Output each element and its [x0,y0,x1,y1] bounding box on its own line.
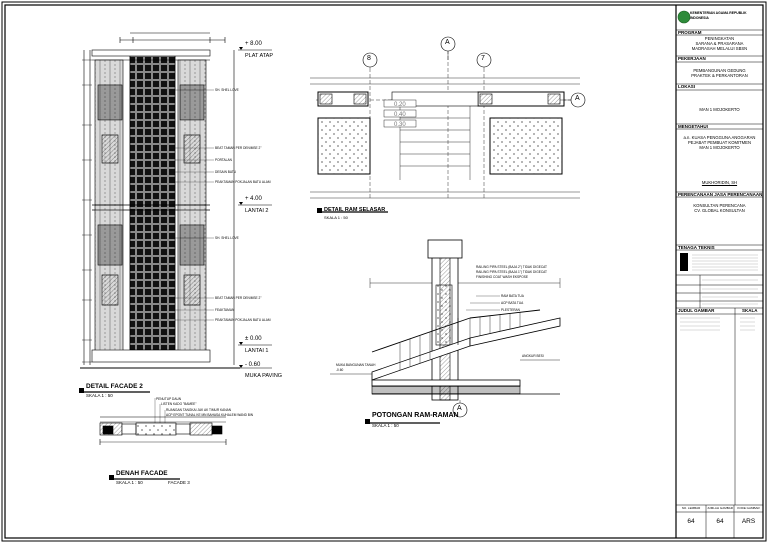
program-line-3: MADRASAH MELALUI SBSN [691,46,748,51]
footer-value-lembar: 64 [687,518,695,525]
stamp-lines [680,254,758,331]
potongan-ram-section: RAILING PIPA STEEL (BAJA 2") TIDAK DIGEC… [330,239,561,424]
lokasi-header: LOKASI [678,84,696,89]
detail-facade-title: DETAIL FACADE 2 [86,383,143,390]
denah-facade-title: DENAH FACADE [116,470,168,477]
level-muka-paving-name: MUKA PAVING [245,373,283,379]
svg-text:BEAT TAMAN PER DENIMSE 2": BEAT TAMAN PER DENIMSE 2" [215,146,261,150]
footer-label-jumlah: JUMLAH GAMBAR [707,506,733,510]
tenaga-header: TENAGA TEKNIS [678,245,715,250]
section-bubble-a [452,402,468,418]
svg-text:DESAIN BATU: DESAIN BATU [215,170,237,174]
org-name: KEMENTERIAN AGAMA REPUBLIK INDONESIA [690,11,747,20]
svg-text:0.20: 0.20 [394,102,406,108]
svg-text:-0.60: -0.60 [336,368,343,372]
detail-ram-scale: SKALA 1 : 50 [324,215,348,220]
inner-border [4,4,764,539]
skala-header: SKALA [742,308,758,313]
detail-ram-title: DETAIL RAM SELASAR [324,207,386,213]
level-plat-atap-name: PLAT ATAP [245,53,274,59]
grid-bubble-8 [362,52,378,68]
pekerjaan-line-2: PRAKTEK & PERKANTORAN [691,73,748,78]
program-header: PROGRAM [678,30,702,35]
mengetahui-header: MENGETAHUI [678,124,708,129]
detail-facade-scale: SKALA 1 : 50 [86,393,113,398]
perencana-line-1: KONSULTAN PERENCANA [693,203,746,208]
ppk-name: MUKHORIDIN, SH [701,180,738,185]
footer-label-kode: KODE GAMBAR [737,506,760,510]
section-bubble-a-label: A [457,405,462,412]
footer-label-lembar: NO. LEMBAR [681,506,701,510]
title-block: KEMENTERIAN AGAMA REPUBLIK INDONESIA PRO… [676,5,763,538]
svg-text:ACP EPONT TUNAL KE MN BAHASA K: ACP EPONT TUNAL KE MN BAHASA KUHALEM WAN… [166,413,254,417]
grid-bubble-8-label: 8 [367,55,371,62]
svg-text:PEAKTAMAN POKJALAN BATU ALAM: PEAKTAMAN POKJALAN BATU ALAM [215,180,271,184]
svg-text:RAM BATA TUA: RAM BATA TUA [501,294,525,298]
level-lantai1-value: ± 0.00 [245,336,262,342]
denah-facade-plan: PENUTUP DAUN LISTEN KADO "BAMEE" RUANGAN… [99,397,254,480]
svg-text:LISTEN KADO "BAMEE": LISTEN KADO "BAMEE" [161,402,196,406]
svg-text:ANGKUR BESI: ANGKUR BESI [522,354,544,358]
svg-text:ACP BATA TUA: ACP BATA TUA [501,301,524,305]
denah-facade-scale: SKALA 1 : 50 [116,480,143,485]
footer-value-kode: ARS [741,518,756,525]
level-lantai2-name: LANTAI 2 [245,208,269,214]
svg-text:BEAT TAMAN PER DENIMSE 2": BEAT TAMAN PER DENIMSE 2" [215,296,261,300]
mengetahui-line-1: a.n. KUASA PENGGUNA ANGGARAN [683,135,756,140]
grid-bubble-a-right [570,92,586,108]
level-lantai1-name: LANTAI 1 [245,348,269,354]
grid-bubble-a-label: A [445,39,450,46]
svg-text:PEAKTAMAN POKJALAN BATU ALAM: PEAKTAMAN POKJALAN BATU ALAM [215,318,271,322]
pekerjaan-line-1: PEMBANGUNAN GEDUNG [693,68,746,73]
svg-text:SH. SHEL LOVE: SH. SHEL LOVE [215,88,239,92]
svg-text:FEAKTAMAN: FEAKTAMAN [215,308,235,312]
potongan-ram-title: POTONGAN RAM-RAMAN [372,412,459,419]
grid-bubble-a-right-label: A [575,95,580,102]
svg-text:RUANGAN TANGKAI JAK AK TIMUR K: RUANGAN TANGKAI JAK AK TIMUR KANAN [166,408,232,412]
svg-text:RAILING PIPA STEEL (BAJA 2") T: RAILING PIPA STEEL (BAJA 2") TIDAK DIGEC… [476,265,547,269]
svg-text:PORTALAN: PORTALAN [215,158,233,162]
mengetahui-line-3: MAN 1 MOJOKERTO [699,145,740,150]
detail-ram-selasar: 0.20 0.40 0.30 [310,36,586,213]
svg-text:FINISHING COAT WASH EKSPOSE: FINISHING COAT WASH EKSPOSE [476,275,528,279]
level-muka-paving-value: - 0.60 [245,362,261,368]
svg-text:0.30: 0.30 [394,122,406,128]
perencana-header: PERENCANAAN JASA PERENCANAAN [678,192,763,197]
program-line-1: PENINGKATAN [704,36,735,41]
level-plat-atap-value: + 8.00 [245,41,262,47]
grid-bubble-7 [476,52,492,68]
svg-text:SH. SHEL LOVE: SH. SHEL LOVE [215,236,239,240]
footer-value-jumlah: 64 [716,518,724,525]
pekerjaan-header: PEKERJAAN [678,56,706,61]
svg-text:MUKA BANGUNAN TANAH: MUKA BANGUNAN TANAH [336,363,376,367]
grid-bubble-a-top [440,36,456,52]
svg-text:0.40: 0.40 [394,112,406,118]
title-block-lines [676,29,763,538]
judul-gambar-header: JUDUL GAMBAR [678,308,715,313]
mengetahui-line-2: PEJABAT PEMBUAT KOMITMEN [688,140,751,145]
potongan-ram-scale: SKALA 1 : 50 [372,423,399,428]
denah-facade-ref: FACADE 3 [168,480,190,485]
consultant-logo-icon [680,253,688,271]
svg-text:PENUTUP DAUN: PENUTUP DAUN [156,397,182,401]
svg-text:PLESTERAN: PLESTERAN [501,308,521,312]
svg-text:RAILING PIPA STEEL (BAJA 1") T: RAILING PIPA STEEL (BAJA 1") TIDAK DIGEC… [476,270,547,274]
detail-facade-elevation: SH. SHEL LOVE BEAT TAMAN PER DENIMSE 2" … [79,32,272,393]
grid-bubble-7-label: 7 [481,55,485,62]
kemenag-logo-icon [677,10,691,24]
level-lantai2-value: + 4.00 [245,196,262,202]
perencana-line-2: CV. GLOBAL KONSULTAN [694,208,745,213]
lokasi-value: MAN 1 MOJOKERTO [699,107,740,112]
program-line-2: SARANA & PRASARANA [695,41,744,46]
